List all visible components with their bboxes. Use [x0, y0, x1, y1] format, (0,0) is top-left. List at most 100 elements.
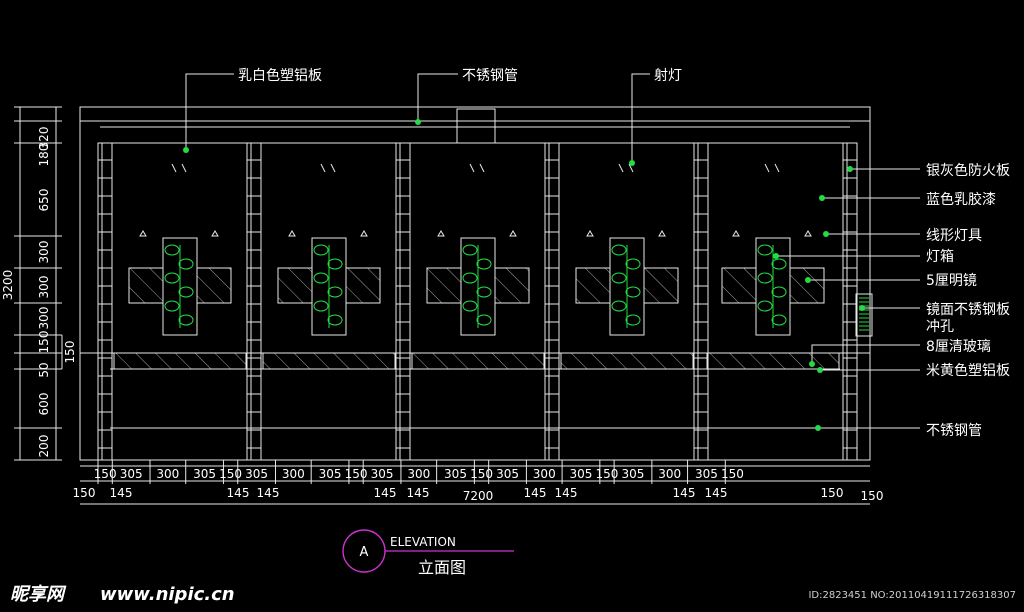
ornament-leaf — [164, 300, 180, 312]
leader-milky-white-dot — [183, 147, 189, 153]
vdim-320: 320 — [37, 127, 51, 150]
hdim-seg-5: 150 — [219, 467, 242, 481]
vdim-150: 150 — [37, 331, 51, 354]
hdim-row2-9: 145 — [673, 486, 696, 500]
column-5 — [693, 142, 709, 461]
glass-band — [706, 352, 840, 370]
ornament-leaf — [771, 286, 787, 298]
linear-light-fixture — [139, 230, 219, 237]
ornament-leaf — [476, 314, 492, 326]
leader-blue-paint-dot — [819, 195, 825, 201]
hdim-seg-17: 150 — [596, 467, 619, 481]
linear-light-fixture — [586, 230, 666, 237]
vdim-650: 650 — [37, 189, 51, 212]
hdim-seg-7: 300 — [282, 467, 305, 481]
callout-milky-white-panel: 乳白色塑铝板 — [238, 67, 322, 84]
leader-spotlight-dot — [629, 160, 635, 166]
hdim-row2-6: 145 — [407, 486, 430, 500]
leader-beige-panel-dot — [817, 367, 823, 373]
leader-mirror-dot — [805, 277, 811, 283]
ornament-leaf — [327, 258, 343, 270]
column-6 — [842, 142, 858, 461]
cross-vertical-outline — [609, 237, 645, 336]
cross-vertical-outline — [311, 237, 347, 336]
hdim-row2-4: 145 — [257, 486, 280, 500]
vdim-total: 3200 — [1, 270, 15, 301]
title-subtitle: 立面图 — [418, 558, 466, 577]
hdim-seg-8: 305 — [319, 467, 342, 481]
hdim-seg-16: 305 — [570, 467, 593, 481]
ornament-leaf — [313, 300, 329, 312]
hdim-total: 7200 — [463, 489, 494, 503]
leader-milky-white — [185, 73, 234, 150]
leader-stainless-top-dot — [415, 119, 421, 125]
leader-linear-light-dot — [823, 231, 829, 237]
hdim-row2-7: 145 — [524, 486, 547, 500]
hdim-seg-13: 150 — [470, 467, 493, 481]
vdim-180: 180 — [37, 144, 51, 167]
hdim-seg-19: 300 — [658, 467, 681, 481]
glass-band — [262, 352, 396, 370]
ornament-leaf — [757, 272, 773, 284]
ornament-leaf — [625, 286, 641, 298]
display-panel-4 — [560, 163, 694, 370]
cross-vertical-outline — [755, 237, 791, 336]
hdim-seg-12: 305 — [444, 467, 467, 481]
hdim-seg-10: 305 — [371, 467, 394, 481]
hdim-row2-8: 145 — [555, 486, 578, 500]
hdim-seg-21: 150 — [721, 467, 744, 481]
ornament-leaf — [164, 244, 180, 256]
ornament-leaf — [462, 272, 478, 284]
ornament-leaf — [771, 314, 787, 326]
column-2 — [246, 142, 262, 461]
callout-linear-light: 线形灯具 — [926, 228, 982, 244]
leader-stainless-bottom-dot — [815, 425, 821, 431]
callout-mirror-steel: 镜面不锈钢板 — [926, 302, 1010, 318]
callout-blue-paint: 蓝色乳胶漆 — [926, 191, 996, 208]
watermark: 昵享网 www.nipic.cn ID:2823451 NO:201104191… — [10, 584, 1016, 605]
ornament-leaf — [611, 300, 627, 312]
column-3 — [395, 142, 411, 461]
glass-band — [113, 352, 247, 370]
ornament-leaf — [757, 300, 773, 312]
vdim-300c: 300 — [37, 307, 51, 330]
callout-stainless-pipe-top: 不锈钢管 — [462, 68, 518, 84]
linear-light-fixture — [732, 230, 812, 237]
hdim-seg-18: 305 — [622, 467, 645, 481]
ornament-leaf — [178, 314, 194, 326]
hdim-row2-10: 145 — [705, 486, 728, 500]
spotlight-fixture — [171, 163, 187, 173]
outer-frame — [79, 106, 871, 461]
ornament-leaf — [164, 272, 180, 284]
ornament-leaf — [313, 272, 329, 284]
vdim-inner-150: 150 — [63, 341, 77, 364]
display-panel-1 — [113, 163, 247, 370]
hdim-seg-11: 300 — [407, 467, 430, 481]
glass-band — [560, 352, 694, 370]
leader-mirror-steel-dot — [859, 305, 865, 311]
watermark-id: ID:2823451 NO:20110419111726318307 — [808, 590, 1016, 601]
hdim-row2-11: 150 — [821, 486, 844, 500]
callout-leaders — [183, 73, 920, 431]
leader-clear-glass-dot — [809, 361, 815, 367]
vdim-300a: 300 — [37, 241, 51, 264]
hdim-row2-3: 145 — [227, 486, 250, 500]
callout-lightbox: 灯箱 — [926, 249, 954, 265]
hdim-seg-6: 305 — [245, 467, 268, 481]
ceiling-box — [456, 108, 496, 144]
ornament-leaf — [625, 258, 641, 270]
ornament-leaf — [462, 300, 478, 312]
ornament-leaf — [771, 258, 787, 270]
cross-vertical-outline — [460, 237, 496, 336]
vertical-dimensions: 320 180 650 300 300 300 150 50 600 200 3… — [1, 106, 77, 461]
ornament-leaf — [476, 258, 492, 270]
column-1 — [97, 142, 113, 461]
display-panels — [113, 163, 873, 370]
ornament-leaf — [462, 244, 478, 256]
ornament-leaf — [327, 314, 343, 326]
display-panel-3 — [411, 163, 545, 370]
display-panel-2 — [262, 163, 396, 370]
hdim-row2-5: 145 — [374, 486, 397, 500]
leader-clear-glass — [811, 344, 920, 364]
